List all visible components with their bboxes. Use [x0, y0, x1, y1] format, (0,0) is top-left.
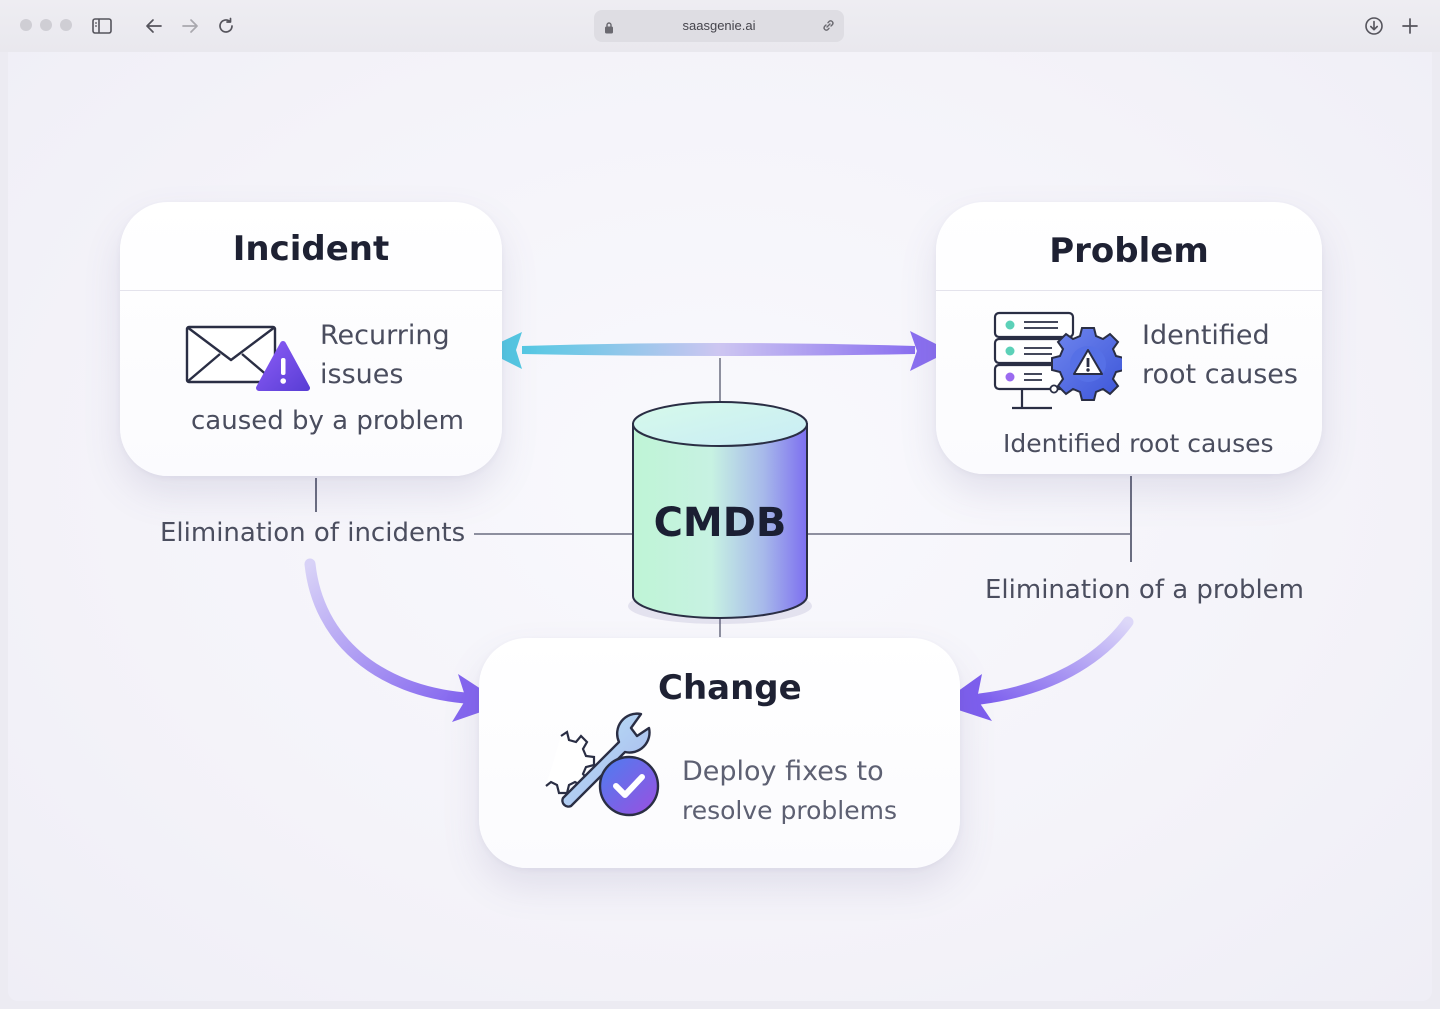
incident-card: Incident Recurring issues caused by a pr… — [120, 202, 502, 476]
change-text-line1: Deploy fixes to — [682, 756, 884, 787]
download-icon[interactable] — [1362, 14, 1386, 38]
problem-text-line1: Identified — [1142, 320, 1270, 351]
page-content: CMDB Incident Recurring issues caused by… — [8, 52, 1432, 1001]
address-bar[interactable]: saasgenie.ai — [594, 10, 844, 42]
incident-caption: caused by a problem — [191, 406, 464, 436]
cmdb-label: CMDB — [653, 500, 787, 546]
wrench-gear-check-icon — [545, 712, 660, 817]
incident-to-change-arrow — [304, 558, 504, 722]
lock-icon — [604, 19, 614, 38]
change-card: Change Deploy fixes to resolve problems — [479, 638, 960, 868]
problem-title: Problem — [1049, 231, 1209, 271]
problem-caption: Identified root causes — [1003, 429, 1274, 458]
problem-to-change-arrow — [940, 616, 1134, 721]
incident-text-line2: issues — [320, 359, 404, 390]
sidebar-icon[interactable] — [90, 14, 114, 38]
problem-card: Problem Identifi — [936, 202, 1322, 474]
url-text: saasgenie.ai — [682, 18, 756, 33]
reload-icon[interactable] — [214, 14, 238, 38]
connector-lines — [315, 358, 1132, 637]
cmdb-cylinder — [628, 401, 812, 624]
zoom-window-button[interactable] — [60, 19, 72, 31]
incident-text-line1: Recurring — [320, 320, 450, 351]
minimize-window-button[interactable] — [40, 19, 52, 31]
problem-text-line2: root causes — [1142, 359, 1298, 390]
change-title: Change — [658, 668, 802, 708]
change-text-line2: resolve problems — [682, 796, 897, 825]
envelope-warning-icon — [185, 325, 310, 391]
incident-title: Incident — [232, 229, 390, 269]
incident-divider — [120, 290, 502, 291]
link-icon[interactable] — [821, 18, 836, 37]
server-gear-warning-icon — [993, 311, 1122, 410]
itsm-diagram: CMDB Incident Recurring issues caused by… — [8, 52, 1432, 1001]
problem-divider — [936, 290, 1322, 291]
elimination-of-problem-label: Elimination of a problem — [985, 575, 1305, 605]
back-arrow-icon[interactable] — [142, 14, 166, 38]
close-window-button[interactable] — [20, 19, 32, 31]
incident-problem-double-arrow — [484, 331, 950, 371]
connectors — [304, 331, 1134, 722]
plus-icon[interactable] — [1398, 14, 1422, 38]
forward-arrow-icon[interactable] — [178, 14, 202, 38]
elimination-of-incidents-label: Elimination of incidents — [160, 518, 466, 548]
browser-toolbar: saasgenie.ai — [0, 0, 1440, 52]
